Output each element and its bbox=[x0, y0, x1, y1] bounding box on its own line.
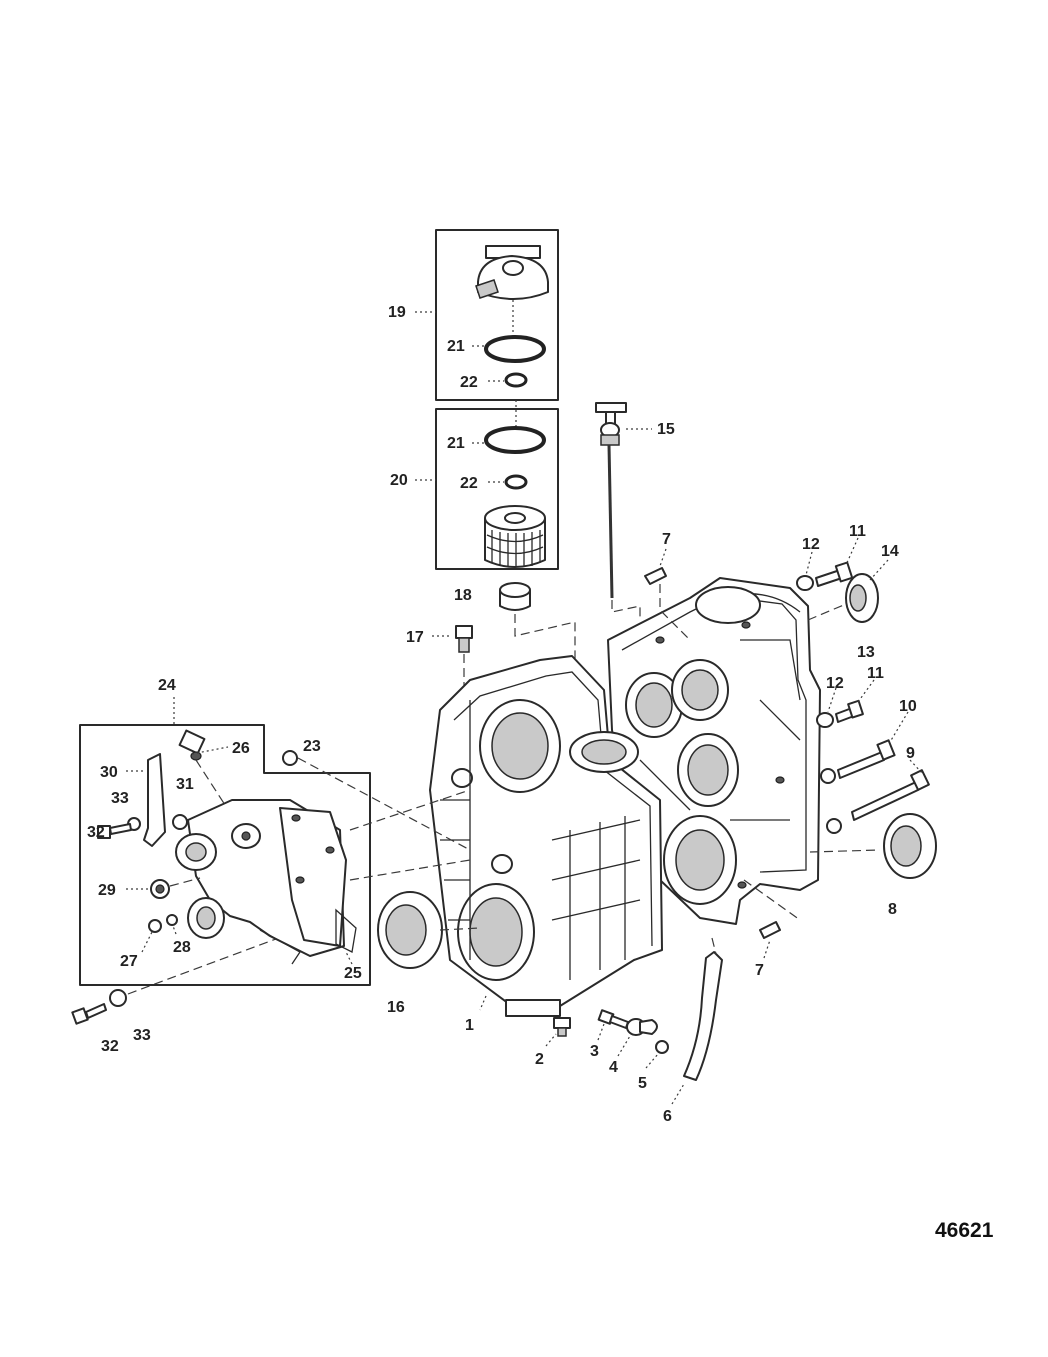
callout-29: 29 bbox=[98, 882, 116, 899]
plug-2 bbox=[553, 1017, 571, 1037]
callout-17: 17 bbox=[406, 629, 424, 646]
bolt-11-top bbox=[815, 561, 854, 587]
dowel-pin-bottom bbox=[743, 879, 801, 939]
bolt-3 bbox=[597, 1009, 629, 1029]
callout-19: 19 bbox=[388, 304, 406, 321]
callout-8: 8 bbox=[888, 901, 897, 918]
callout-22: 22 bbox=[460, 374, 478, 391]
washer-33-bottom bbox=[109, 929, 301, 1007]
bolt-11-mid bbox=[835, 699, 864, 723]
callout-26: 26 bbox=[232, 740, 250, 757]
callout-11: 11 bbox=[867, 665, 884, 682]
washer-12-top bbox=[796, 575, 814, 591]
breather-plug bbox=[455, 625, 473, 700]
seal-14 bbox=[807, 573, 879, 623]
leader-lines bbox=[126, 311, 923, 1105]
callout-16: 16 bbox=[387, 999, 405, 1016]
dipstick bbox=[595, 402, 641, 620]
callout-21: 21 bbox=[447, 338, 465, 355]
filter-element-kit-box bbox=[435, 400, 559, 570]
filter-cap-kit-box bbox=[435, 229, 559, 401]
bolt-10 bbox=[820, 739, 896, 784]
callout-28: 28 bbox=[173, 939, 191, 956]
callout-21: 21 bbox=[447, 435, 465, 452]
callout-25: 25 bbox=[344, 965, 362, 982]
callout-24: 24 bbox=[158, 677, 176, 694]
callout-12: 12 bbox=[826, 675, 844, 692]
callout-22: 22 bbox=[460, 475, 478, 492]
callout-10: 10 bbox=[899, 698, 917, 715]
callout-5: 5 bbox=[638, 1075, 647, 1092]
callout-2: 2 bbox=[535, 1051, 544, 1068]
callout-13: 13 bbox=[857, 644, 875, 661]
callout-18: 18 bbox=[454, 587, 472, 604]
callout-32: 32 bbox=[87, 824, 105, 841]
callout-4: 4 bbox=[609, 1059, 618, 1076]
callout-3: 3 bbox=[590, 1043, 599, 1060]
callout-7: 7 bbox=[662, 531, 671, 548]
callout-33: 33 bbox=[111, 790, 129, 807]
dowel-pin-top bbox=[644, 567, 691, 641]
clamp-4 bbox=[626, 1018, 658, 1036]
callout-32: 32 bbox=[101, 1038, 119, 1055]
nut-5 bbox=[655, 1040, 669, 1054]
filter-adapter bbox=[499, 582, 576, 700]
callout-6: 6 bbox=[663, 1108, 672, 1125]
washer-12-mid bbox=[816, 712, 834, 728]
nut-23 bbox=[282, 750, 471, 851]
seal-8 bbox=[809, 813, 937, 879]
rear-housing bbox=[607, 577, 821, 925]
bolt-9 bbox=[826, 769, 930, 834]
callout-31: 31 bbox=[176, 776, 194, 793]
callout-labels: 19 21 22 21 20 22 15 18 17 7 12 11 14 13… bbox=[87, 304, 917, 1125]
callout-9: 9 bbox=[906, 745, 915, 762]
callout-30: 30 bbox=[100, 764, 118, 781]
callout-27: 27 bbox=[120, 953, 138, 970]
seal-16 bbox=[377, 891, 481, 969]
callout-7: 7 bbox=[755, 962, 764, 979]
callout-12: 12 bbox=[802, 536, 820, 553]
callout-23: 23 bbox=[303, 738, 321, 755]
callout-20: 20 bbox=[390, 472, 408, 489]
front-housing bbox=[429, 655, 663, 1017]
callout-15: 15 bbox=[657, 421, 675, 438]
bolt-32-bottom bbox=[71, 1003, 107, 1025]
figure-number: 46621 bbox=[935, 1219, 994, 1242]
callout-1: 1 bbox=[465, 1017, 474, 1034]
hose-6 bbox=[683, 937, 723, 1081]
callout-33: 33 bbox=[133, 1027, 151, 1044]
callout-14: 14 bbox=[881, 543, 899, 560]
callout-11: 11 bbox=[849, 523, 866, 540]
pump-kit-box bbox=[79, 724, 371, 986]
